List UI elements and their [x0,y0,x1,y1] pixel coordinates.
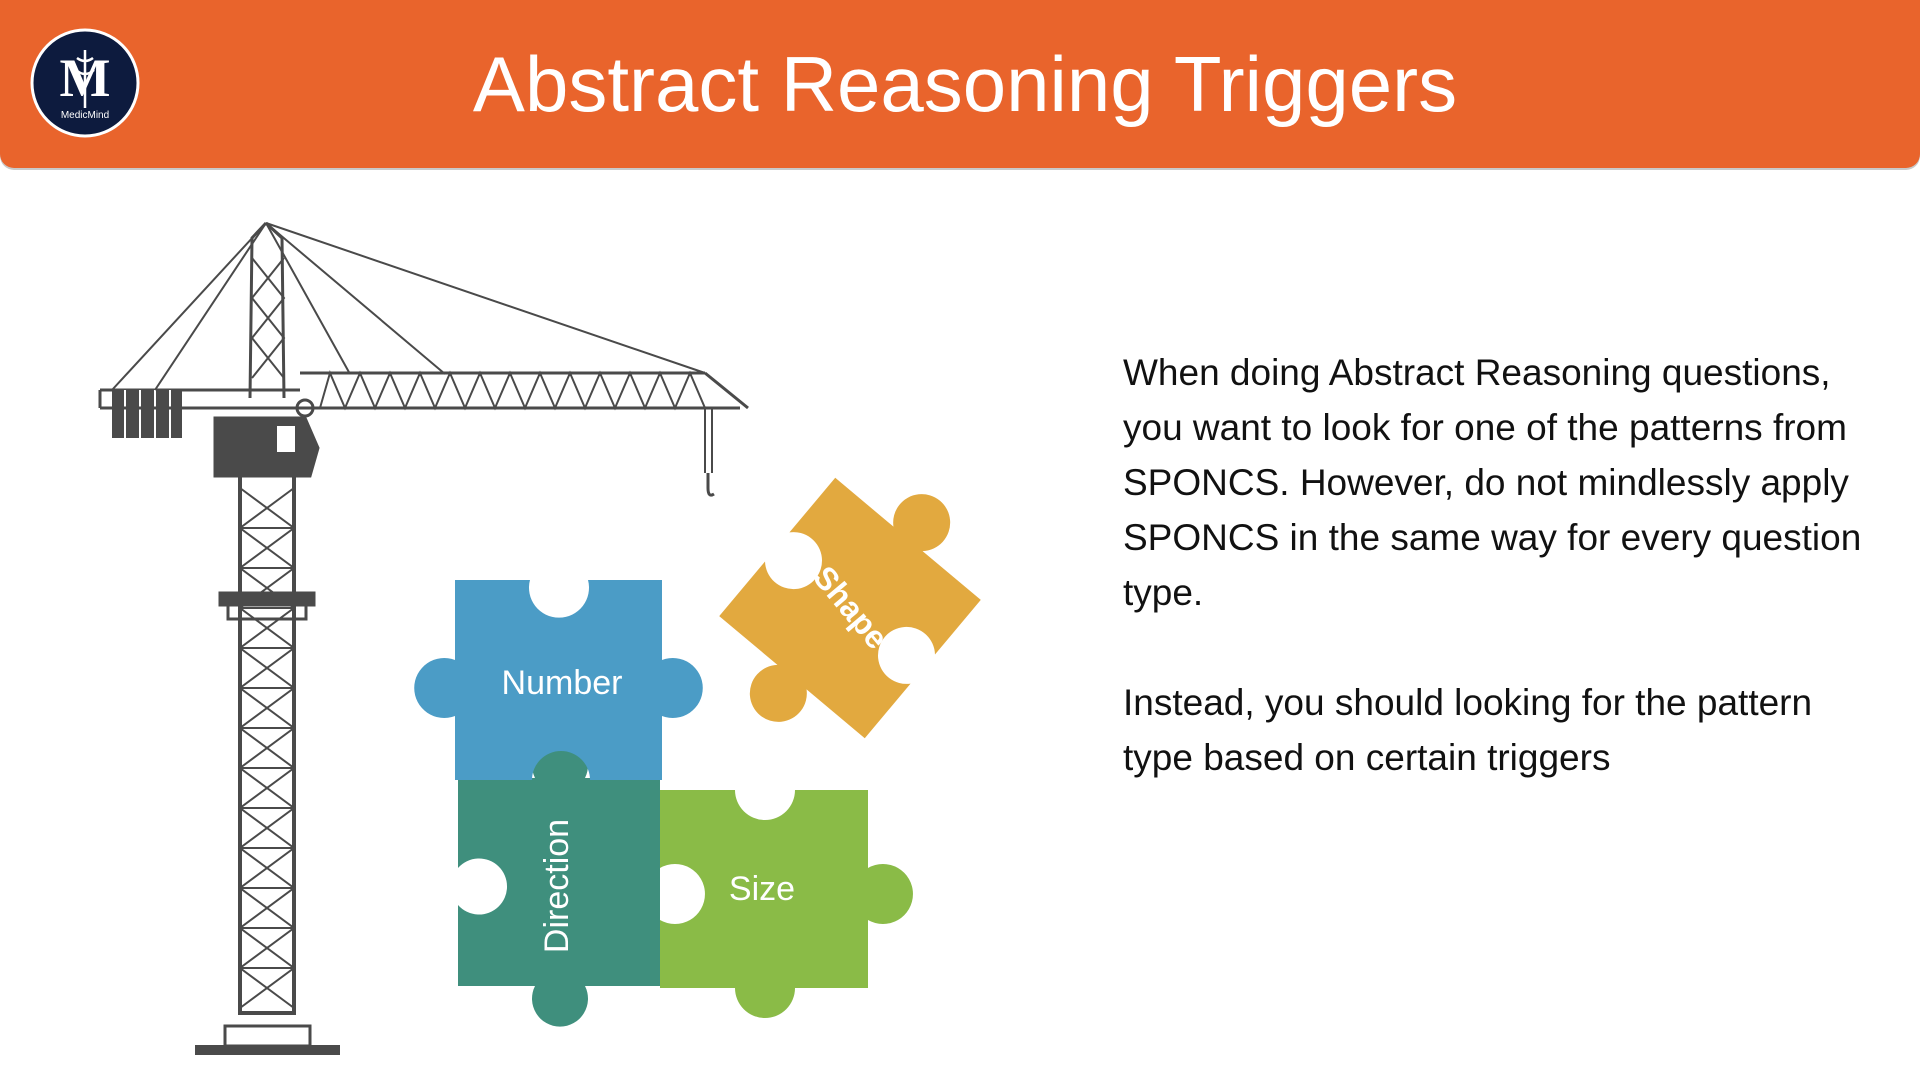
logo-text: MedicMind [61,110,109,121]
paragraph-triggers: Instead, you should looking for the patt… [1123,682,1813,778]
crane-icon [98,221,749,1055]
direction-puzzle-piece: Direction [458,737,660,1027]
header-bar: M MedicMind Abstract Reasoning Triggers [0,0,1920,168]
number-label: Number [502,664,623,702]
body-text: When doing Abstract Reasoning questions,… [1123,345,1863,785]
paragraph-sponcs: When doing Abstract Reasoning questions,… [1123,352,1862,613]
medicmind-logo: M MedicMind [30,28,140,138]
shape-puzzle-piece: Shape [719,477,981,739]
number-puzzle-piece: Number [414,580,703,780]
size-label: Size [729,870,795,908]
direction-label: Direction [538,819,576,953]
size-puzzle-piece: Size [660,790,913,1018]
page-title: Abstract Reasoning Triggers [472,40,1458,128]
crane-puzzle-illustration: Shape Direction Number Size [98,221,981,1055]
